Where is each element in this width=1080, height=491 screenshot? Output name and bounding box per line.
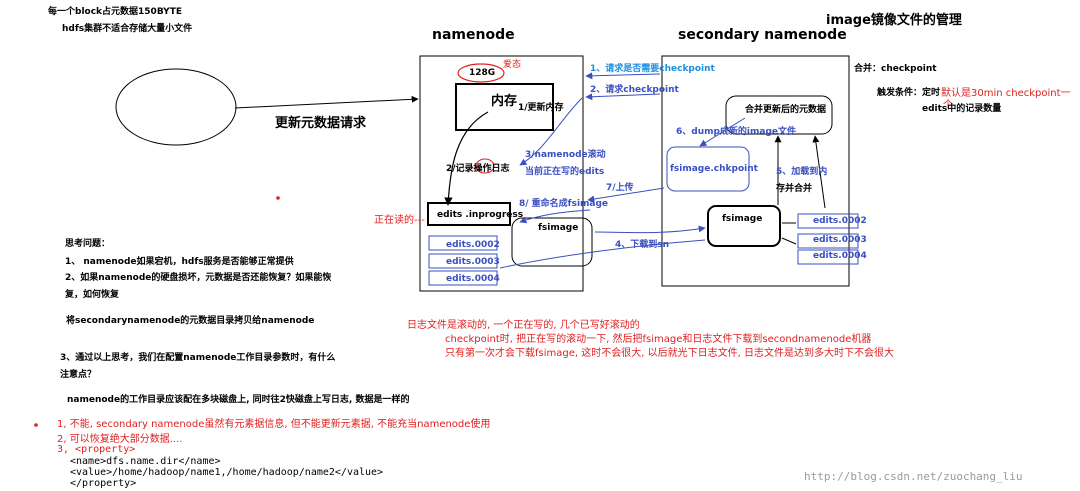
edits-count-label: edits中的记录数量: [922, 104, 1002, 114]
load-label: 5、加载到内: [776, 167, 828, 177]
question-3b: 注意点？: [60, 370, 97, 380]
mem-size-note: 爱态: [503, 60, 522, 70]
sn-edits-frame-2: [797, 233, 859, 249]
answer-3-end: </property>: [70, 478, 137, 489]
ask-checkpoint-arrow: [585, 72, 661, 80]
ask-checkpoint-label: 1、请求是否需要checkpoint: [590, 64, 715, 74]
rolling-arrow: [519, 97, 583, 166]
image-management-title: image镜像文件的管理: [826, 13, 962, 28]
question-2b: 复，如何恢复: [65, 290, 120, 300]
update-memory-label: 1/更新内存: [518, 103, 564, 113]
sn-edits-frame-3: [797, 249, 859, 265]
sn-edits-frame-1: [797, 213, 859, 229]
rename-label: 8/ 重命名成fsimage: [519, 199, 609, 209]
request-arrow: [234, 95, 419, 109]
write-log-label: 2/记录操作日志: [446, 164, 510, 174]
rolling-label: 3/namenode滚动: [525, 150, 606, 160]
load-arrow: [812, 135, 826, 209]
edits-inprogress-box: [427, 202, 511, 226]
merged-meta-box: [725, 95, 833, 135]
answer-3-name: <name>dfs.name.dir</name>: [70, 456, 221, 467]
question-2a: 2、如果namenode的硬盘损坏，元数据是否还能恢复？如果能恢: [65, 273, 332, 283]
nn-edits-0004: edits.0004: [446, 274, 500, 284]
answer-1: 1, 不能, secondary namenode虽然有元素据信息, 但不能更新…: [57, 419, 491, 430]
sn-edits-0003: edits.0003: [813, 235, 867, 245]
namenode-box: [419, 55, 584, 292]
answer-3-value: <value>/home/hadoop/name1,/home/hadoop/n…: [70, 467, 384, 478]
upload-label: 7/上传: [606, 183, 634, 193]
current-edits-label: 当前正在写的edits: [525, 167, 605, 177]
memory-to-edits-curve: [444, 111, 489, 206]
center-note-3: 只有第一次才会下载fsimage, 这时不会很大, 以后就光下日志文件, 日志文…: [445, 348, 894, 359]
nn-edits-frame-3: [428, 270, 498, 286]
copy-note: 将secondarynamenode的元数据目录拷贝给namenode: [66, 316, 315, 326]
dump-label: 6、dump成新的image文件: [676, 127, 797, 137]
reading-label: 正在读的---: [374, 215, 425, 226]
chkpoint-label: fsimage.chkpoint: [670, 164, 758, 174]
nn-fsimage-label: fsimage: [538, 223, 579, 233]
chkpoint-box: [666, 146, 750, 192]
merged-meta-label: 合并更新后的元数据: [745, 105, 827, 115]
download-label: 4、下载到sn: [615, 240, 670, 250]
trigger-default: 默认是30min checkpoint一: [941, 88, 1071, 99]
upload-arrow: [587, 187, 665, 203]
note-small-files: hdfs集群不适合存储大量小文件: [62, 24, 193, 34]
mem-size-ellipse: [457, 63, 505, 83]
nn-edits-frame-1: [428, 235, 498, 251]
note-block-size: 每一个block占元数据150BYTE: [48, 7, 182, 17]
sn-edits-0002: edits.0002: [813, 216, 867, 226]
watermark: http://blog.csdn.net/zuochang_liu: [804, 470, 1023, 483]
nn-edits-0003: edits.0003: [446, 257, 500, 267]
edits-to-fsimage-line-2: [781, 237, 797, 245]
answer-3: 3, <property>: [57, 444, 135, 455]
center-note-2: checkpoint时, 把正在写的滚动一下, 然后把fsimage和日志文件下…: [445, 334, 872, 345]
client-ellipse: [115, 68, 237, 146]
request-checkpoint-arrow: [585, 93, 661, 101]
config-note: namenode的工作目录应该配在多块磁盘上, 同时往2快磁盘上写日志, 数据是…: [67, 395, 410, 405]
memory-box: [455, 83, 554, 131]
download-curve: [499, 239, 706, 269]
mem-size: 128G: [469, 68, 496, 78]
merge-checkpoint-label: 合并：checkpoint: [854, 64, 937, 74]
questions-title: 思考问题：: [65, 239, 111, 249]
question-1: 1、 namenode如果宕机，hdfs服务是否能够正常提供: [65, 257, 294, 267]
memory-label: 内存: [491, 94, 518, 109]
merge-label: 存并合并: [776, 184, 813, 194]
question-3a: 3、通过以上思考，我们在配置namenode工作目录参数时，有什么: [60, 353, 336, 363]
edits-inprogress-label: edits .inprogress: [437, 210, 524, 220]
request-checkpoint-label: 2、请求checkpoint: [590, 85, 679, 95]
rename-arrow: [519, 209, 591, 224]
trigger-red-tail: 个: [943, 100, 953, 111]
nn-edits-frame-2: [428, 253, 498, 269]
answer-2: 2, 可以恢复绝大部分数据....: [57, 434, 183, 445]
secondary-title: secondary namenode: [678, 27, 847, 43]
nn-edits-0002: edits.0002: [446, 240, 500, 250]
sn-fsimage-box: [707, 205, 781, 247]
answer-3-text: 3, <property>: [57, 444, 136, 455]
sn-fsimage-label: fsimage: [722, 214, 763, 224]
dump-arrow: [699, 117, 746, 147]
write-log-ellipse: [475, 158, 495, 174]
namenode-title: namenode: [432, 27, 515, 43]
update-request-label: 更新元数据请求: [275, 116, 367, 131]
red-dot-2: [34, 423, 38, 427]
red-dot-1: [276, 196, 280, 200]
secondary-box: [661, 55, 850, 287]
trigger-prefix: 触发条件：定时: [877, 88, 941, 98]
center-note-1: 日志文件是滚动的, 一个正在写的, 几个已写好滚动的: [407, 320, 640, 331]
download-arrow: [594, 225, 706, 234]
sn-edits-0004: edits.0004: [813, 251, 867, 261]
nn-fsimage-box: [511, 217, 593, 267]
